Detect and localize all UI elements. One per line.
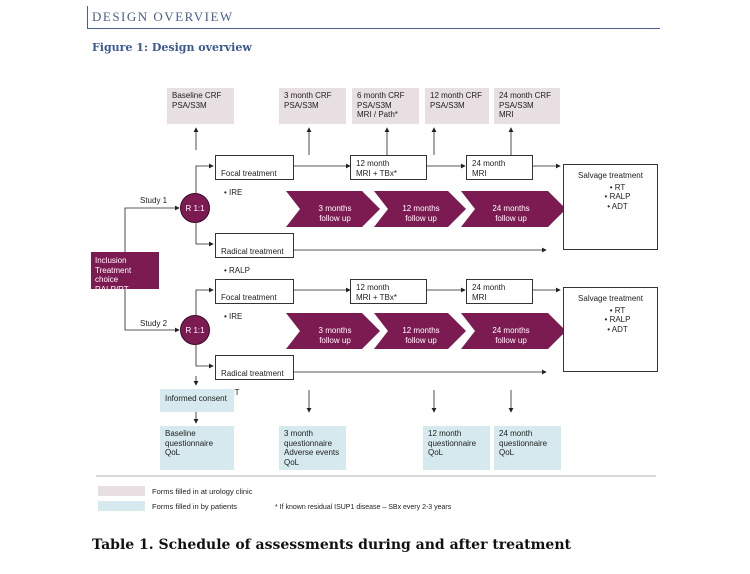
study1-focal-item: IRE	[229, 187, 243, 197]
study1-12-month-checkpoint: 12 month MRI + TBx*	[350, 155, 427, 180]
study2-followup-arrows	[286, 313, 566, 349]
study2-salvage-item: RT	[614, 305, 626, 315]
3-month-crf-form: 3 month CRF PSA/S3M	[279, 88, 346, 124]
study2-radical-item: RT	[229, 387, 240, 397]
study1-salvage-item: RT	[614, 182, 626, 192]
study2-focal-item: IRE	[229, 311, 243, 321]
study1-radical-item: RALP	[229, 265, 250, 275]
study1-focal-treatment: Focal treatment • IRE	[215, 155, 294, 197]
study1-radical-treatment: Radical treatment • RALP	[215, 233, 294, 275]
study1-salvage-item: ADT	[611, 201, 628, 211]
footnote: * If known residual ISUP1 disease – SBx …	[275, 504, 452, 511]
baseline-questionnaire-form: Baseline questionnaire QoL	[160, 426, 234, 470]
3-month-questionnaire-form: 3 month questionnaire Adverse events QoL	[279, 426, 346, 470]
study1-followup-3: 3 months follow up	[318, 204, 352, 223]
table-title: Table 1. Schedule of assessments during …	[92, 537, 571, 553]
study2-focal-treatment: Focal treatment • IRE	[215, 279, 294, 321]
study1-focal-title: Focal treatment	[221, 168, 277, 178]
study1-salvage-title: Salvage treatment	[578, 171, 643, 180]
study2-followup-24: 24 months follow up	[492, 326, 530, 345]
study2-salvage-treatment: Salvage treatment • RT • RALP • ADT	[563, 287, 658, 372]
study1-followup-12: 12 months follow up	[402, 204, 440, 223]
legend-patients-swatch	[98, 501, 145, 511]
study1-followup-24: 24 months follow up	[492, 204, 530, 223]
24-month-crf-form: 24 month CRF PSA/S3M MRI	[494, 88, 560, 124]
12-month-questionnaire-form: 12 month questionnaire QoL	[423, 426, 490, 470]
informed-consent-box: Informed consent	[160, 389, 234, 412]
study2-salvage-title: Salvage treatment	[578, 294, 643, 303]
study2-salvage-item: RALP	[609, 315, 631, 324]
study2-radical-treatment: Radical treatment • RT	[215, 355, 294, 397]
study1-24-month-checkpoint: 24 month MRI	[466, 155, 533, 180]
study1-followup-arrows	[286, 191, 566, 227]
study1-label: Study 1	[140, 196, 168, 205]
legend-clinic-text: Forms filled in at urology clinic	[152, 487, 253, 496]
study1-salvage-item: RALP	[609, 192, 631, 201]
study2-followup-12: 12 months follow up	[402, 326, 440, 345]
study1-salvage-treatment: Salvage treatment • RT • RALP • ADT	[563, 164, 658, 250]
figure-title: Figure 1: Design overview	[92, 41, 252, 54]
6-month-crf-form: 6 month CRF PSA/S3M MRI / Path*	[352, 88, 419, 124]
study2-label: Study 2	[140, 319, 168, 328]
12-month-crf-form: 12 month CRF PSA/S3M	[425, 88, 489, 124]
study2-randomization: R 1:1	[180, 315, 210, 345]
section-title: DESIGN OVERVIEW	[92, 9, 234, 24]
study1-randomization: R 1:1	[180, 193, 210, 223]
study2-12-month-checkpoint: 12 month MRI + TBx*	[350, 279, 427, 304]
study2-salvage-item: ADT	[611, 324, 628, 334]
study2-24-month-checkpoint: 24 month MRI	[466, 279, 533, 304]
study2-focal-title: Focal treatment	[221, 292, 277, 302]
legend-clinic-swatch	[98, 486, 145, 496]
section-header: DESIGN OVERVIEW	[87, 6, 660, 29]
baseline-crf-form: Baseline CRF PSA/S3M	[167, 88, 234, 124]
24-month-questionnaire-form: 24 month questionnaire QoL	[494, 426, 561, 470]
study1-radical-title: Radical treatment	[221, 246, 284, 256]
study2-radical-title: Radical treatment	[221, 368, 284, 378]
inclusion-box: Inclusion Treatment choice RALP/RT	[91, 252, 159, 294]
study2-followup-3: 3 months follow up	[318, 326, 352, 345]
legend-patients-text: Forms filled in by patients	[152, 502, 238, 511]
